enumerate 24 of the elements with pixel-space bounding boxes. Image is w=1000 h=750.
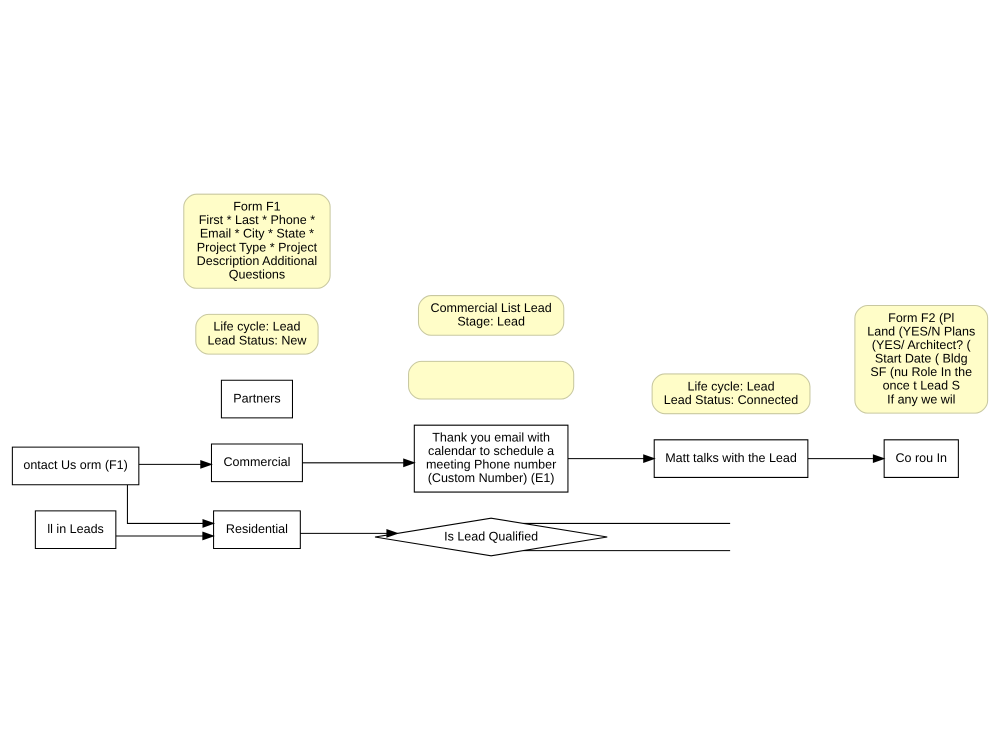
arrow — [808, 454, 886, 464]
node-diamond: Is Lead Qualified — [374, 518, 608, 556]
node-box: Thank you email with calendar to schedule a meeting Phone number (Custom Number) (E1) — [414, 424, 568, 493]
node-box: Form F2 (Pl Land (YES/N Plans (YES/ Architect? ( Start Date ( Bldg SF (nu Role In the once t Lead S If any we wil — [854, 304, 988, 414]
arrow — [116, 532, 215, 540]
node-box: Co rou In — [884, 439, 959, 478]
arrow — [300, 528, 399, 538]
connector — [523, 522, 730, 524]
node-box — [408, 360, 574, 400]
node-box: Partners — [220, 380, 293, 418]
connector — [523, 550, 730, 552]
node-box: Commercial — [210, 443, 303, 482]
node-box: Life cycle: Lead Lead Status: New — [195, 314, 319, 355]
node-box: Residential — [213, 510, 301, 550]
arrow — [126, 484, 216, 528]
node-box: Life cycle: Lead Lead Status: Connected — [652, 373, 810, 414]
arrow — [139, 460, 213, 469]
arrow — [568, 454, 656, 464]
node-box: ontact Us orm (F1) — [12, 446, 140, 486]
node-box: Form F1 First * Last * Phone * Email * City * State * Project Type * Project Description Additional Questions — [183, 194, 331, 289]
node-box: Commercial List Lead Stage: Lead — [418, 295, 564, 336]
arrow — [302, 458, 416, 468]
node-box: Matt talks with the Lead — [654, 439, 808, 478]
node-box: ll in Leads — [34, 510, 116, 550]
